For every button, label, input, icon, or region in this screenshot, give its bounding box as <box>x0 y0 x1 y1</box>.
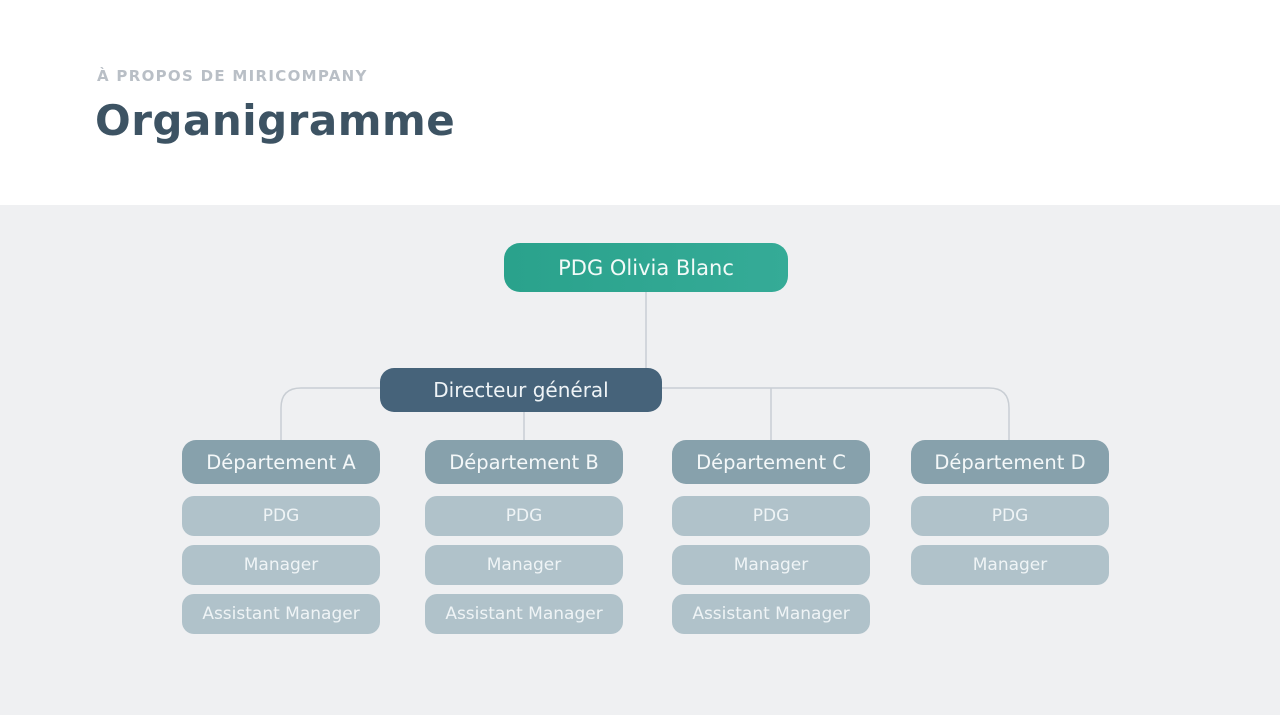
org-node-director[interactable]: Directeur général <box>380 368 662 412</box>
page-title: Organigramme <box>95 96 456 145</box>
department-node[interactable]: Département B <box>425 440 623 484</box>
role-node[interactable]: Manager <box>425 545 623 585</box>
role-node[interactable]: Manager <box>182 545 380 585</box>
role-node[interactable]: Assistant Manager <box>425 594 623 634</box>
role-node[interactable]: PDG <box>911 496 1109 536</box>
eyebrow-label: À PROPOS DE MIRICOMPANY <box>97 67 368 85</box>
role-node[interactable]: PDG <box>672 496 870 536</box>
department-node[interactable]: Département D <box>911 440 1109 484</box>
department-node[interactable]: Département C <box>672 440 870 484</box>
role-node[interactable]: Assistant Manager <box>672 594 870 634</box>
role-node[interactable]: Assistant Manager <box>182 594 380 634</box>
org-node-ceo[interactable]: PDG Olivia Blanc <box>504 243 788 292</box>
role-node[interactable]: Manager <box>672 545 870 585</box>
slide-header: À PROPOS DE MIRICOMPANY Organigramme <box>0 0 1280 205</box>
role-node[interactable]: Manager <box>911 545 1109 585</box>
department-column: Département D PDG Manager <box>911 440 1109 585</box>
role-node[interactable]: PDG <box>182 496 380 536</box>
role-node[interactable]: PDG <box>425 496 623 536</box>
department-node[interactable]: Département A <box>182 440 380 484</box>
bottom-strip <box>0 715 1280 720</box>
